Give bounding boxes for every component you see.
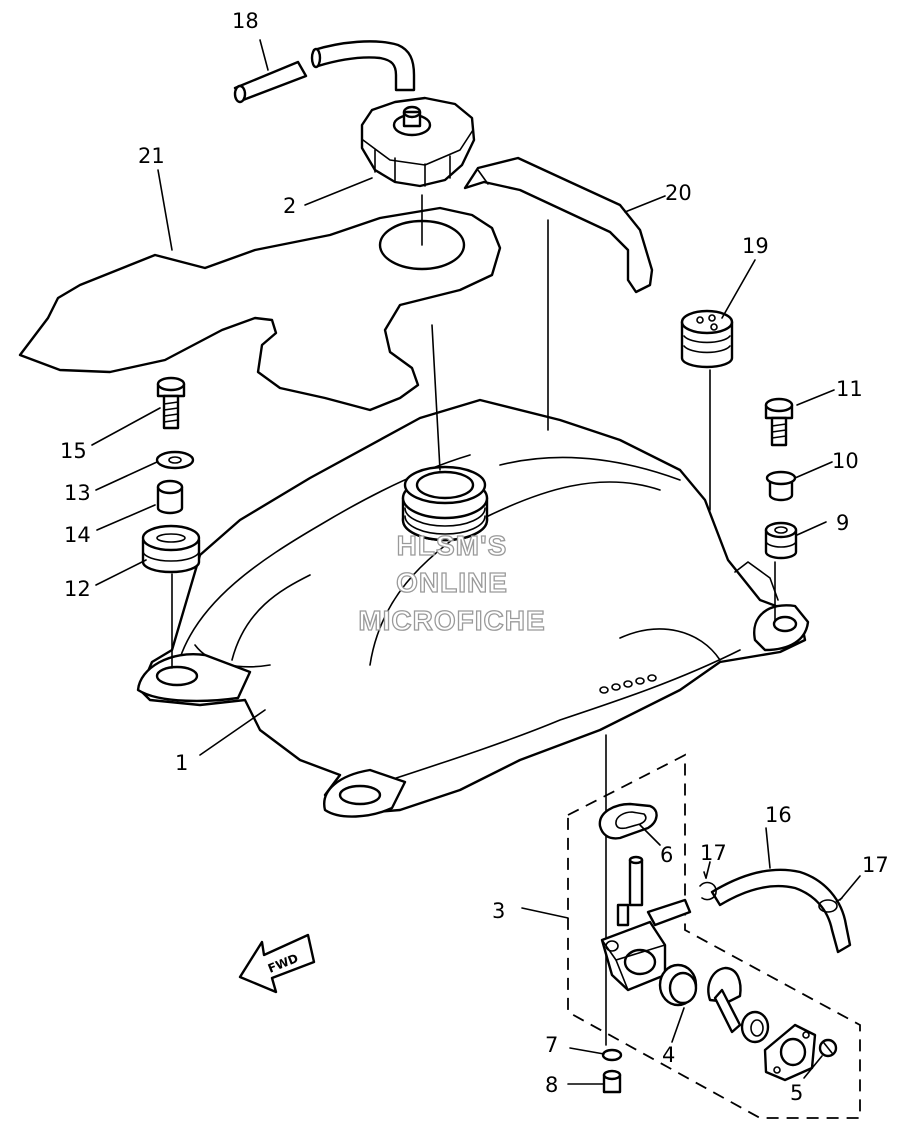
damper-left xyxy=(141,524,201,574)
callout-8: 8 xyxy=(545,1073,558,1097)
callout-17-a: 17 xyxy=(700,841,727,865)
bolt-right xyxy=(764,397,794,447)
valve-parts xyxy=(658,963,770,1044)
leader-lines xyxy=(91,39,861,1085)
collar-right xyxy=(765,470,797,502)
damper-right xyxy=(764,521,798,560)
assembly-lines xyxy=(171,194,776,1046)
fuel-hose xyxy=(710,868,852,954)
drain-screw xyxy=(602,1069,622,1094)
callout-1: 1 xyxy=(175,751,188,775)
callout-15: 15 xyxy=(60,439,87,463)
cover-plate xyxy=(763,1023,838,1082)
callout-numbers: 1 2 3 4 5 6 7 8 9 10 11 12 13 14 15 16 1… xyxy=(60,9,889,1105)
watermark-line-1: HLSM'S xyxy=(397,530,508,561)
callout-18: 18 xyxy=(232,9,259,33)
callout-5: 5 xyxy=(790,1081,803,1105)
callout-17-b: 17 xyxy=(862,853,889,877)
tank-band xyxy=(463,156,654,294)
callout-10: 10 xyxy=(832,449,859,473)
breather-hose xyxy=(233,40,416,104)
watermark: HLSM'S ONLINE MICROFICHE xyxy=(358,529,546,636)
petcock-mounting-holes xyxy=(599,674,657,694)
callout-21: 21 xyxy=(138,144,165,168)
callout-3: 3 xyxy=(492,899,505,923)
washer-left xyxy=(155,450,195,470)
callout-16: 16 xyxy=(765,803,792,827)
fuel-tank xyxy=(136,398,810,818)
callout-6: 6 xyxy=(660,843,673,867)
bolt-left xyxy=(156,376,186,430)
fuel-tank-cap xyxy=(360,96,476,188)
callout-12: 12 xyxy=(64,577,91,601)
watermark-line-3: MICROFICHE xyxy=(358,605,545,636)
callout-7: 7 xyxy=(545,1033,558,1057)
collar-left xyxy=(156,479,184,515)
fuel-cock-assembly-boundary xyxy=(567,753,861,1119)
gasket xyxy=(598,802,658,840)
callout-14: 14 xyxy=(64,523,91,547)
o-ring xyxy=(601,1048,623,1062)
callout-9: 9 xyxy=(836,511,849,535)
filler-neck xyxy=(401,465,489,542)
callout-4: 4 xyxy=(662,1043,675,1067)
callout-19: 19 xyxy=(742,234,769,258)
damper xyxy=(680,309,734,369)
callout-13: 13 xyxy=(64,481,91,505)
fuel-cock-body xyxy=(600,855,692,992)
tank-pad xyxy=(18,206,502,412)
watermark-line-2: ONLINE xyxy=(396,567,508,598)
callout-2: 2 xyxy=(283,194,296,218)
callout-20: 20 xyxy=(665,181,692,205)
callout-11: 11 xyxy=(836,377,863,401)
forward-arrow: FWD xyxy=(238,933,316,994)
